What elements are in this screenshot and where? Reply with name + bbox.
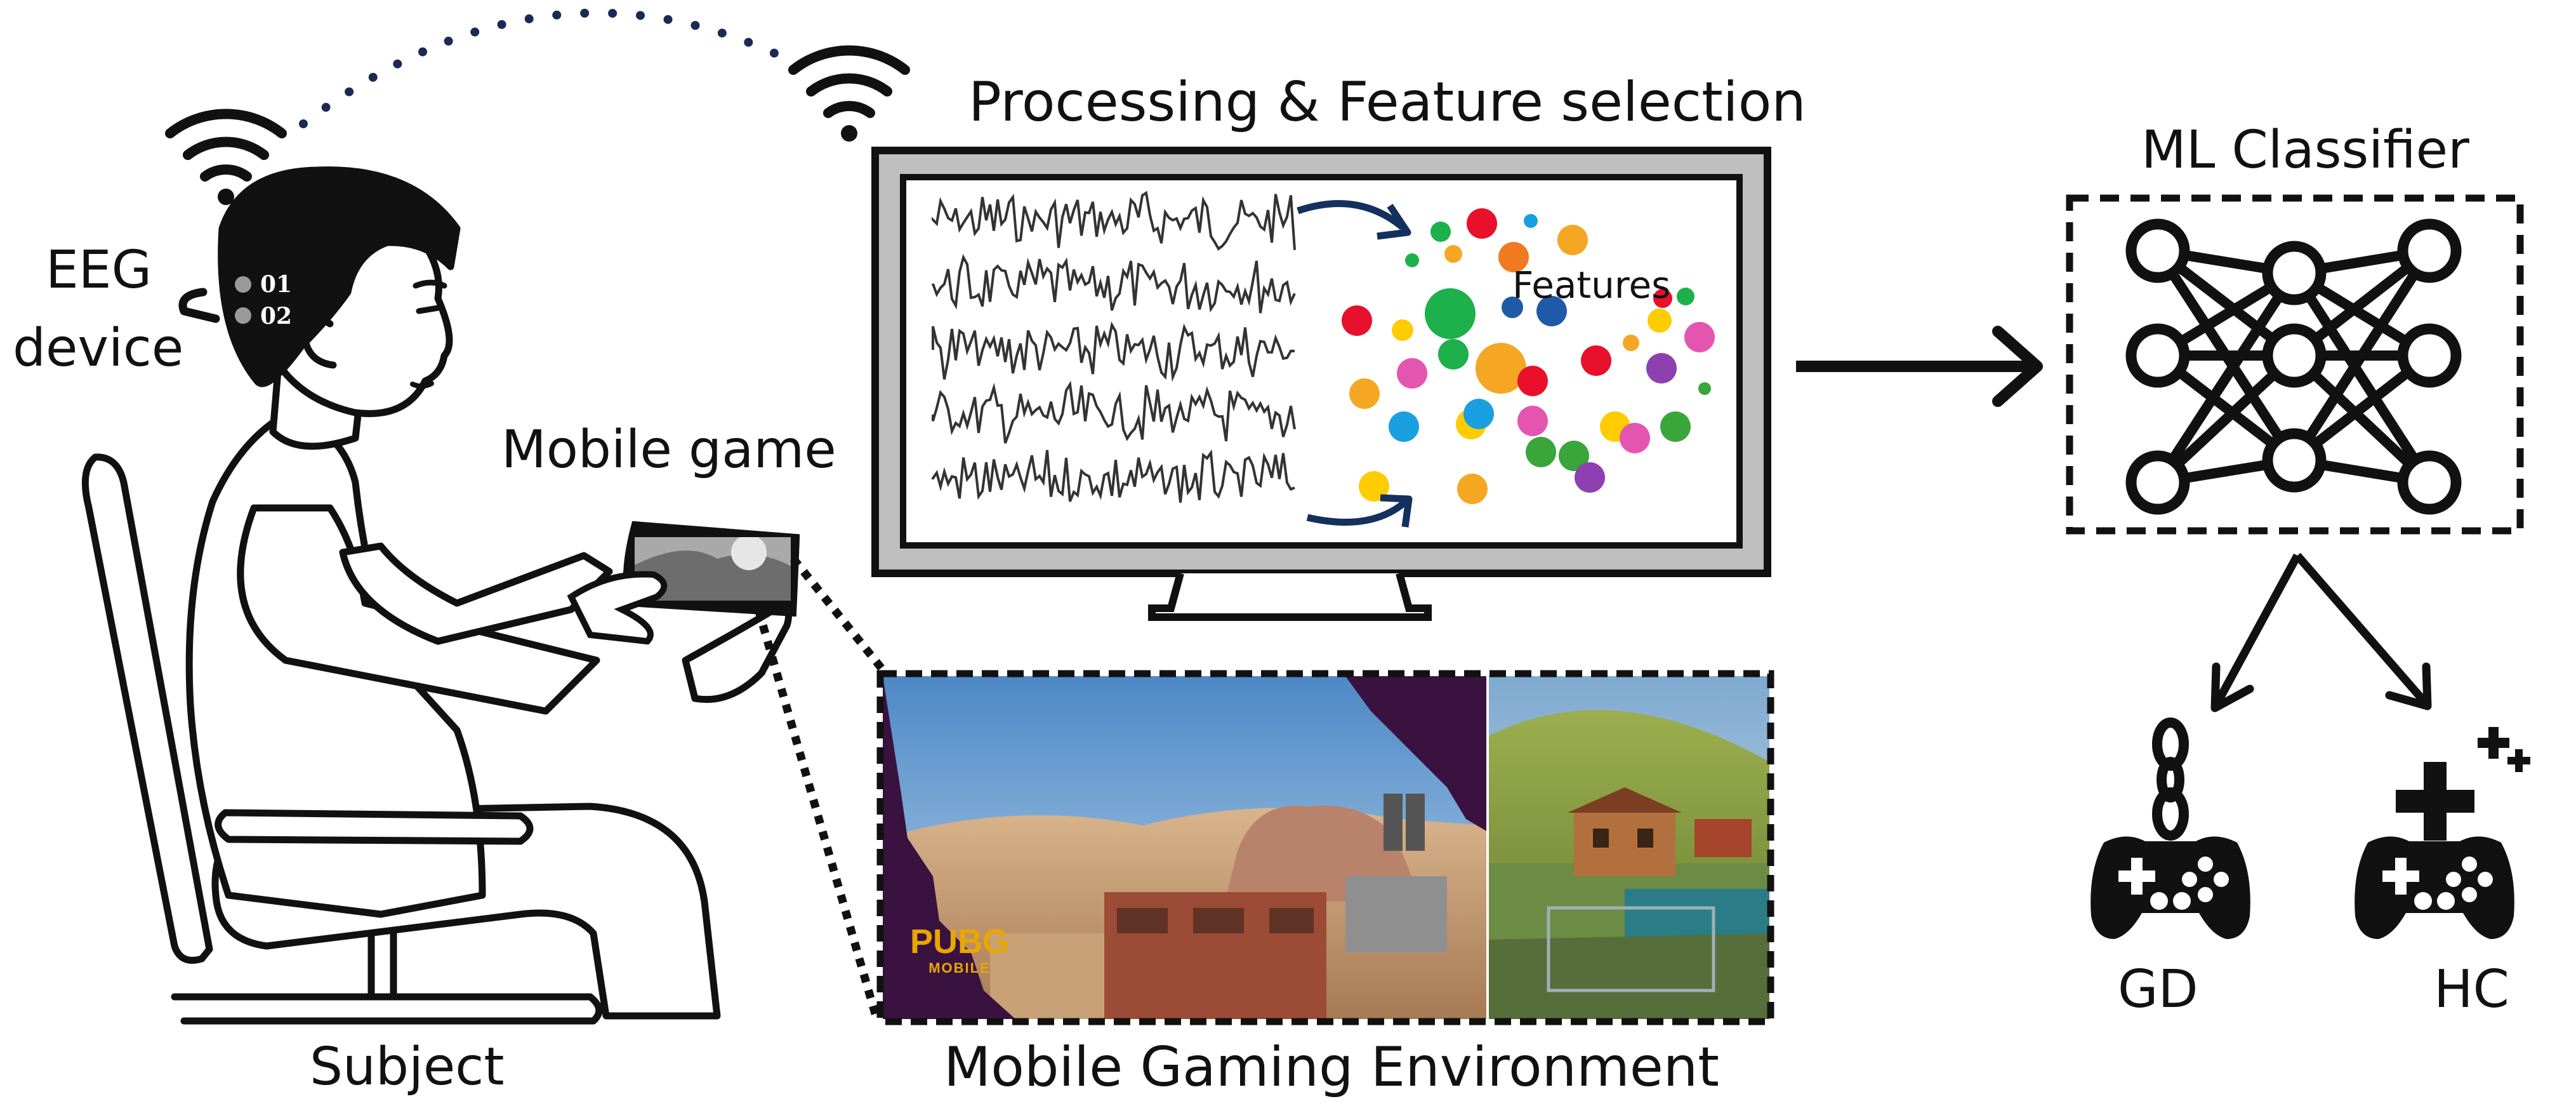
chair-base (175, 997, 599, 1021)
gamepad-icon (2091, 836, 2250, 939)
mobile-game-label: Mobile game (501, 424, 836, 476)
feature-dot (1444, 245, 1462, 263)
eye (419, 308, 438, 311)
hand-right (685, 608, 789, 700)
chain-icon (2157, 723, 2184, 836)
eyebrow (416, 283, 444, 286)
feature-dot (1430, 222, 1451, 242)
zoom-line (758, 610, 876, 1016)
feature-dot (1677, 288, 1694, 305)
eeg-sensor-label: 02 (260, 305, 292, 328)
feature-dot (1581, 345, 1611, 376)
feature-dot (1438, 339, 1469, 370)
nn-node (2268, 434, 2321, 487)
chair-armrest (218, 813, 530, 841)
nn-node (2403, 329, 2456, 382)
nn-node (2131, 329, 2184, 382)
eeg-sensor-dot (235, 307, 251, 324)
nn-node (2403, 224, 2456, 277)
feature-dot (1425, 288, 1476, 339)
feature-dot (1698, 382, 1711, 395)
monitor-screen (903, 177, 1740, 545)
pubg-logo: PUBG MOBILE (909, 924, 1010, 975)
feature-dot (1517, 366, 1548, 396)
features-label: Features (1512, 267, 1670, 303)
mobile-env-label: Mobile Gaming Environment (944, 1040, 1719, 1095)
neural-network-icon (2131, 224, 2456, 509)
feature-dot (1648, 309, 1672, 333)
feature-dot (1392, 319, 1413, 341)
nn-node (2268, 246, 2321, 300)
gd-label: GD (2118, 964, 2198, 1016)
feature-dot (1467, 208, 1497, 239)
game-screenshots (880, 674, 1771, 1022)
feature-dot (1526, 437, 1556, 467)
feature-dot (1397, 358, 1427, 389)
eeg-sensor-label: 01 (260, 273, 292, 296)
wireless-link (303, 13, 817, 124)
feature-dot (1575, 462, 1605, 493)
feature-dot (1620, 423, 1650, 453)
feature-dot (1463, 399, 1494, 429)
output-arrow-gd (2218, 556, 2297, 702)
feature-dot (1405, 253, 1419, 267)
pubg-logo-line2: MOBILE (909, 961, 1010, 975)
ml-classifier-title: ML Classifier (2141, 124, 2469, 177)
monitor (875, 150, 1767, 617)
processing-title: Processing & Feature selection (968, 75, 1806, 130)
eeg-headband (183, 292, 216, 319)
feature-dot (1524, 214, 1538, 228)
feature-dot (1342, 305, 1372, 336)
feature-dot (1660, 411, 1691, 442)
mouth (413, 383, 432, 386)
plus-icon (2396, 727, 2530, 841)
monitor-stand (1152, 573, 1428, 617)
output-arrow-hc (2297, 556, 2424, 702)
feature-dot (1646, 353, 1677, 383)
gamepad-icon (2355, 836, 2514, 939)
feature-dot (1623, 335, 1639, 351)
feature-dot (1517, 406, 1548, 436)
feature-dot (1557, 225, 1588, 255)
pubg-logo-line1: PUBG (909, 924, 1010, 959)
nn-node (2131, 456, 2184, 509)
eeg-label-line2: device (13, 323, 183, 375)
feature-dot (1349, 378, 1380, 409)
nn-node (2403, 456, 2456, 509)
nn-node (2131, 224, 2184, 277)
feature-dot (1457, 474, 1488, 504)
feature-dot (1684, 322, 1715, 352)
feature-dot (1389, 411, 1419, 442)
phone (626, 524, 800, 616)
nn-node (2268, 329, 2321, 382)
eeg-label-line1: EEG (46, 244, 152, 297)
wifi-icon (793, 50, 905, 142)
hc-label: HC (2434, 964, 2509, 1016)
subject-label: Subject (310, 1041, 505, 1093)
eeg-sensor-dot (235, 276, 251, 293)
